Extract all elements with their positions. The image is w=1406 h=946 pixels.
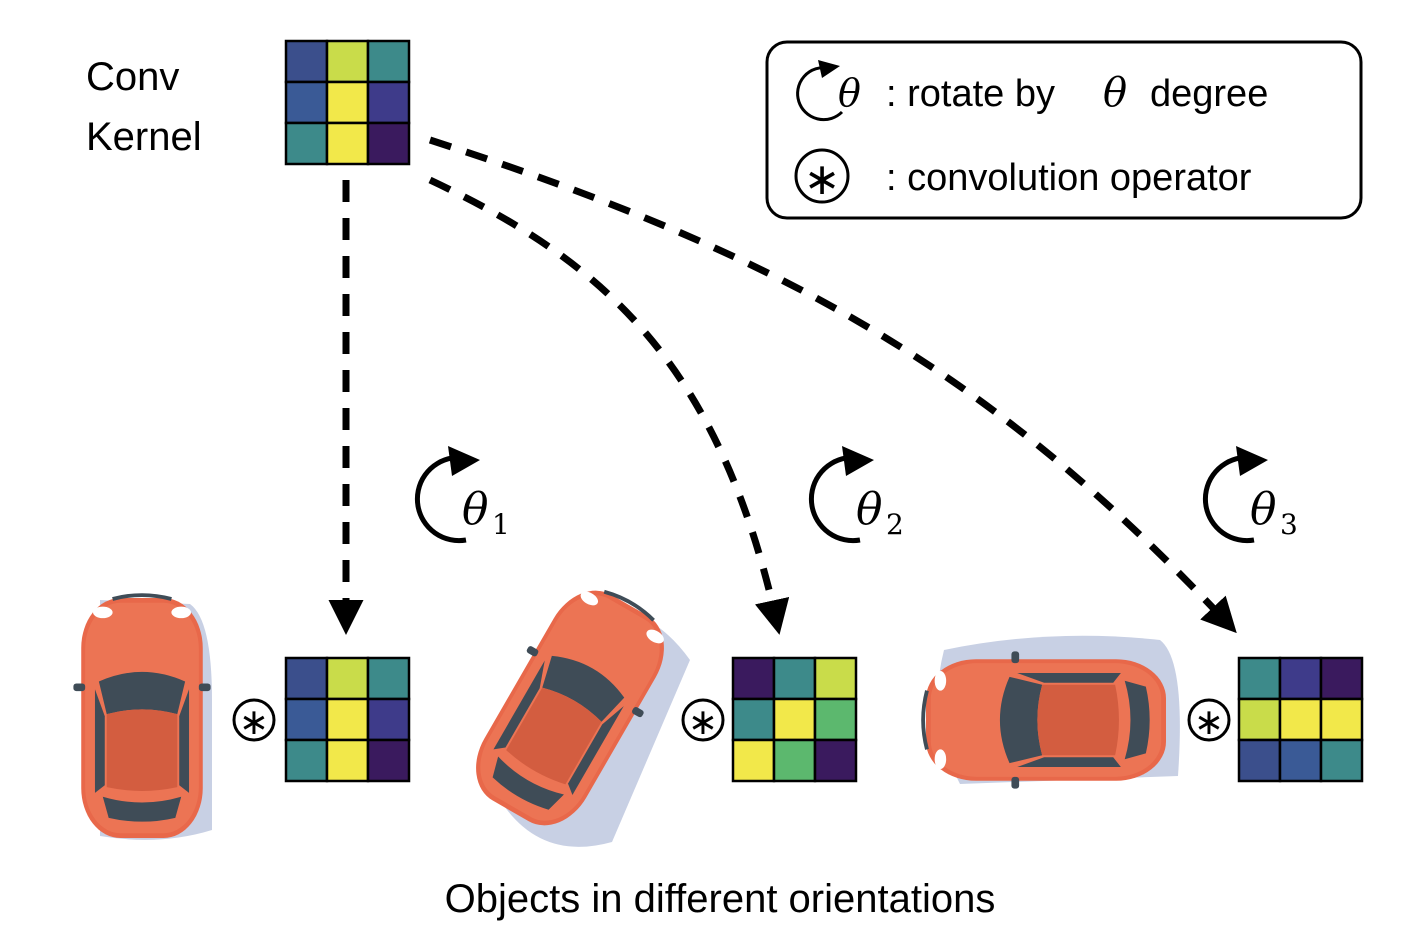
convolution-operator-3: ∗: [1187, 698, 1231, 742]
kernel-cell: [772, 738, 817, 783]
kernel-cell: [1278, 656, 1323, 701]
kernel-cell: [284, 121, 329, 166]
rotation-3: θ 3: [1202, 446, 1298, 544]
kernel-cell: [284, 697, 329, 742]
kernel-cell: [366, 121, 411, 166]
convolution-operator-1: ∗: [232, 698, 276, 742]
operator-symbol-3: ∗: [1194, 701, 1224, 742]
conv-kernel-rotated-3: [1237, 656, 1364, 783]
kernel-cell: [325, 39, 370, 84]
kernel-cell: [325, 697, 370, 742]
conv-kernel-original: [284, 39, 411, 166]
rotation-2: θ 2: [808, 446, 904, 544]
arrow-to-kernel-3: [428, 136, 1237, 634]
kernel-cell: [366, 80, 411, 125]
kernel-cell: [772, 656, 817, 701]
conv-kernel-rotated-2: [731, 656, 858, 783]
kernel-cell: [366, 738, 411, 783]
dashed-arrows: [328, 136, 1237, 635]
kernel-cell: [325, 738, 370, 783]
kernel-cell: [284, 738, 329, 783]
kernel-cell: [284, 39, 329, 84]
rotation-1-subscript: 1: [492, 508, 510, 541]
kernel-cell: [731, 656, 776, 701]
kernel-cell: [284, 656, 329, 701]
car-upright: [71, 593, 213, 840]
kernel-cell: [1237, 697, 1282, 742]
kernel-label-line2: Kernel: [86, 115, 202, 159]
kernel-cell: [1278, 697, 1323, 742]
kernel-cell: [325, 121, 370, 166]
car-tilted: [451, 567, 691, 847]
kernel-cell: [813, 738, 858, 783]
arrow-to-kernel-2: [428, 176, 790, 635]
legend-conv-text: : convolution operator: [886, 157, 1252, 199]
kernel-label-line1: Conv: [86, 55, 179, 99]
operator-symbol-2: ∗: [688, 701, 718, 742]
kernel-cell: [366, 697, 411, 742]
rotation-1-symbol: θ: [462, 484, 489, 535]
kernel-cell: [1319, 738, 1364, 783]
kernel-cell: [325, 80, 370, 125]
kernel-cell: [1237, 656, 1282, 701]
kernel-cell: [813, 656, 858, 701]
convolution-operator-icon: ∗: [794, 148, 850, 204]
rotation-3-symbol: θ: [1250, 484, 1277, 535]
kernel-cell: [1237, 738, 1282, 783]
rotation-2-symbol: θ: [856, 484, 883, 535]
legend-conv-symbol: ∗: [804, 155, 841, 204]
kernel-cell: [284, 80, 329, 125]
rotation-3-subscript: 3: [1280, 508, 1298, 541]
kernel-cell: [1319, 656, 1364, 701]
kernel-cell: [731, 697, 776, 742]
kernel-cell: [1319, 697, 1364, 742]
kernel-cell: [1278, 738, 1323, 783]
conv-kernel-rotated-1: [284, 656, 411, 783]
legend-rotate-text-before: : rotate by: [886, 73, 1055, 115]
legend-rotate-text-after: degree: [1150, 73, 1268, 115]
kernel-cell: [366, 656, 411, 701]
convolution-operator-2: ∗: [681, 698, 725, 742]
kernel-cell: [366, 39, 411, 84]
kernel-cell: [325, 656, 370, 701]
rotate-icon: [796, 60, 844, 122]
operator-symbol-1: ∗: [239, 701, 269, 742]
car-sideways: [921, 635, 1180, 791]
rotation-1: θ 1: [414, 446, 510, 544]
caption: Objects in different orientations: [445, 877, 996, 921]
legend-box: θ : rotate by θ degree ∗ : convolution o…: [765, 40, 1363, 220]
legend-theta-symbol: θ: [838, 71, 861, 115]
rotation-2-subscript: 2: [886, 508, 904, 541]
kernel-cell: [731, 738, 776, 783]
kernel-cell: [813, 697, 858, 742]
legend-theta-inline: θ: [1103, 70, 1127, 116]
kernel-cell: [772, 697, 817, 742]
